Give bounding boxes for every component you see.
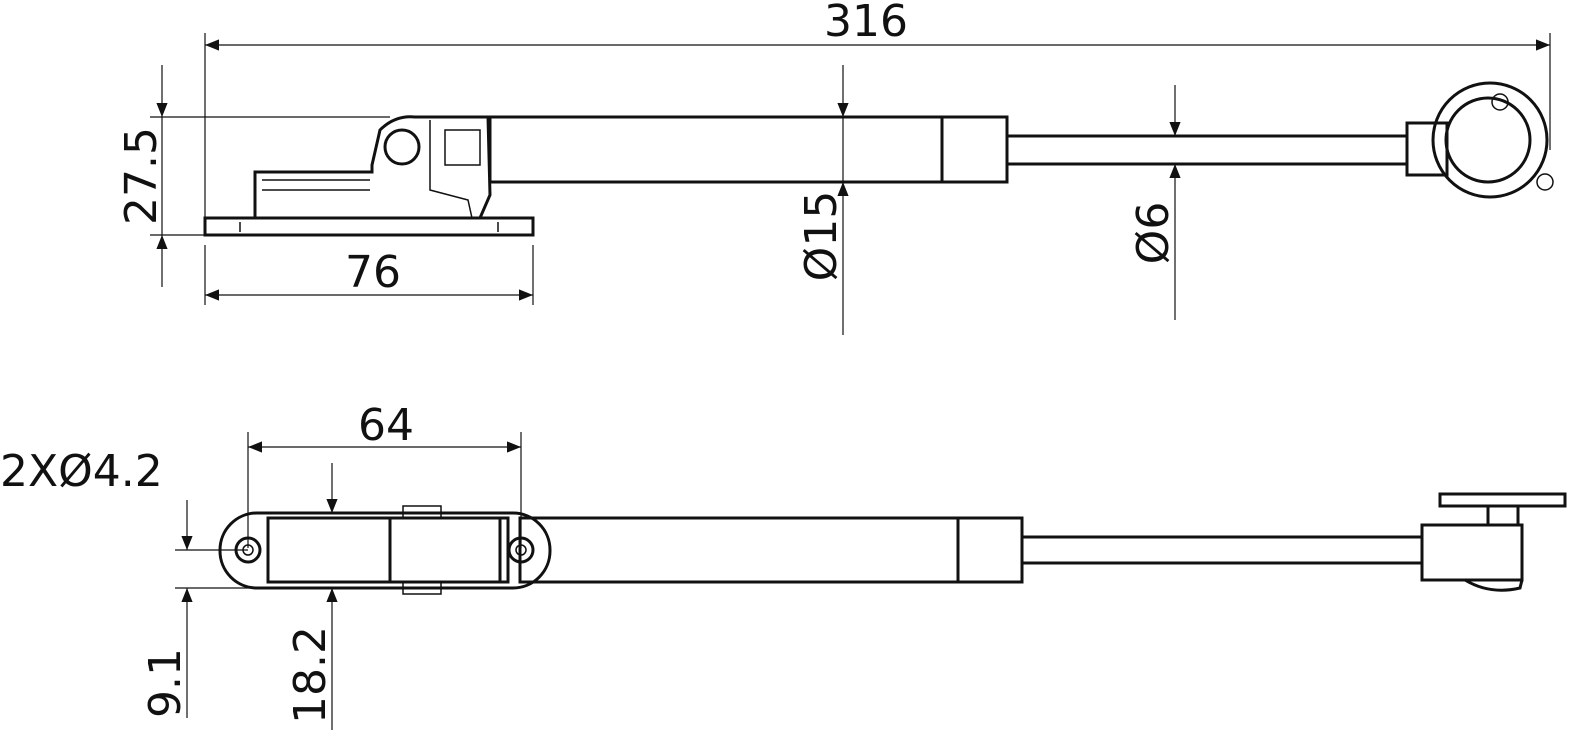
mounting-bracket [253,115,492,220]
cylinder-body [488,115,1009,184]
base-plate [203,216,535,237]
hole-spacing-label: 64 [358,400,414,451]
overall-length-label: 316 [824,0,908,47]
base-length-label: 76 [345,247,401,298]
hole-offset-label: 9.1 [140,648,191,718]
bracket-width-label: 18.2 [285,626,336,724]
bottom-view: 64 2XØ4.2 9.1 18.2 [0,400,1567,730]
rod-end-disc [1431,81,1549,199]
piston-rod [1005,134,1409,166]
cylinder-diameter-label: Ø15 [796,191,847,282]
height-label: 27.5 [116,127,167,225]
top-view: 316 27.5 76 Ø15 Ø6 [116,0,1554,335]
cylinder-body-bottom [518,516,1024,584]
piston-rod-bottom [1020,535,1424,565]
hole-spec-label: 2XØ4.2 [0,446,163,497]
rod-end-fitting [1405,121,1449,177]
rod-end-bottom [1420,523,1524,582]
rod-diameter-label: Ø6 [1128,202,1179,265]
